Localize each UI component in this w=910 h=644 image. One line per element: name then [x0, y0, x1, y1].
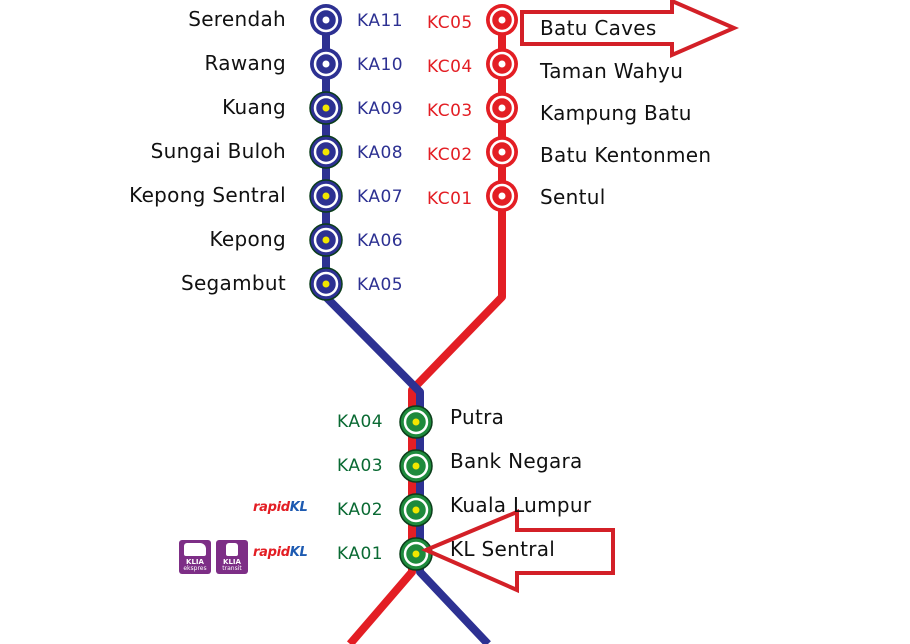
station-code-kc03: KC03 [427, 101, 473, 121]
station-name-ka06: Kepong [209, 227, 286, 251]
rapidkl-logo-text-b: KL [289, 500, 308, 515]
station-marker-ka05 [309, 267, 343, 301]
station-code-kc04: KC04 [427, 57, 473, 77]
station-code-ka05: KA05 [357, 275, 404, 295]
rapidkl-logo-text-a: rapid [253, 500, 290, 515]
station-marker-ka03 [399, 449, 433, 483]
klia-transit-logo-bottom: transit [222, 565, 242, 572]
station-code-ka11: KA11 [357, 11, 404, 31]
station-name-kc04: Taman Wahyu [540, 59, 684, 83]
arrow-kl-sentral-icon [420, 508, 615, 594]
station-name-ka05: Segambut [180, 271, 286, 295]
station-code-kc02: KC02 [427, 145, 473, 165]
rapidkl-logo-text-b: KL [289, 545, 308, 560]
station-name-kuala-lumpur: Kuala Lumpur [450, 493, 592, 517]
station-code-ka08: KA08 [357, 143, 404, 163]
station-name-bank-negara: Bank Negara [450, 449, 583, 473]
station-marker-kc01 [486, 180, 518, 212]
klia-transit-logo-top: KLIA [223, 558, 241, 566]
station-name-kc05: Batu Caves [540, 16, 657, 40]
station-name-kl-sentral: KL Sentral [450, 537, 556, 561]
rapidkl-logo-ka02: rapidKL [253, 500, 308, 515]
station-name-ka11: Serendah [188, 7, 286, 31]
station-marker-ka04 [399, 405, 433, 439]
station-marker-ka09 [309, 91, 343, 125]
station-marker-ka02 [399, 493, 433, 527]
station-marker-kc03 [486, 92, 518, 124]
station-code-ka06: KA06 [357, 231, 404, 251]
station-code-ka04: KA04 [337, 412, 384, 432]
klia-ekspres-logo-top: KLIA [186, 558, 204, 566]
klia-ekspres-logo-bottom: ekspres [183, 565, 207, 572]
station-name-kc01: Sentul [540, 185, 606, 209]
train-icon [184, 543, 206, 556]
station-marker-ka11 [310, 4, 342, 36]
station-code-ka02: KA02 [337, 500, 384, 520]
station-marker-kc02 [486, 136, 518, 168]
station-code-kc01: KC01 [427, 189, 473, 209]
station-marker-kc05 [486, 4, 518, 36]
station-code-ka01: KA01 [337, 544, 384, 564]
station-name-kc03: Kampung Batu [540, 101, 692, 125]
rapidkl-logo-text-a: rapid [253, 545, 290, 560]
station-marker-ka10 [310, 48, 342, 80]
rapidkl-logo-ka01: rapidKL [253, 545, 308, 560]
station-code-ka09: KA09 [357, 99, 404, 119]
station-marker-ka06 [309, 223, 343, 257]
station-code-ka07: KA07 [357, 187, 404, 207]
station-name-ka10: Rawang [204, 51, 286, 75]
klia-ekspres-logo: KLIA ekspres [179, 540, 211, 574]
station-code-ka03: KA03 [337, 456, 384, 476]
klia-transit-logo: KLIA transit [216, 540, 248, 574]
station-marker-ka01 [399, 537, 433, 571]
station-name-ka07: Kepong Sentral [129, 183, 286, 207]
train-front-icon [226, 543, 238, 556]
station-code-ka10: KA10 [357, 55, 404, 75]
station-marker-kc04 [486, 48, 518, 80]
station-name-putra: Putra [450, 405, 505, 429]
station-code-kc05: KC05 [427, 13, 473, 33]
station-name-kc02: Batu Kentonmen [540, 143, 712, 167]
station-name-ka09: Kuang [222, 95, 286, 119]
station-marker-ka07 [309, 179, 343, 213]
station-name-ka08: Sungai Buloh [150, 139, 286, 163]
station-marker-ka08 [309, 135, 343, 169]
arrow-batu-caves-icon [520, 0, 740, 59]
